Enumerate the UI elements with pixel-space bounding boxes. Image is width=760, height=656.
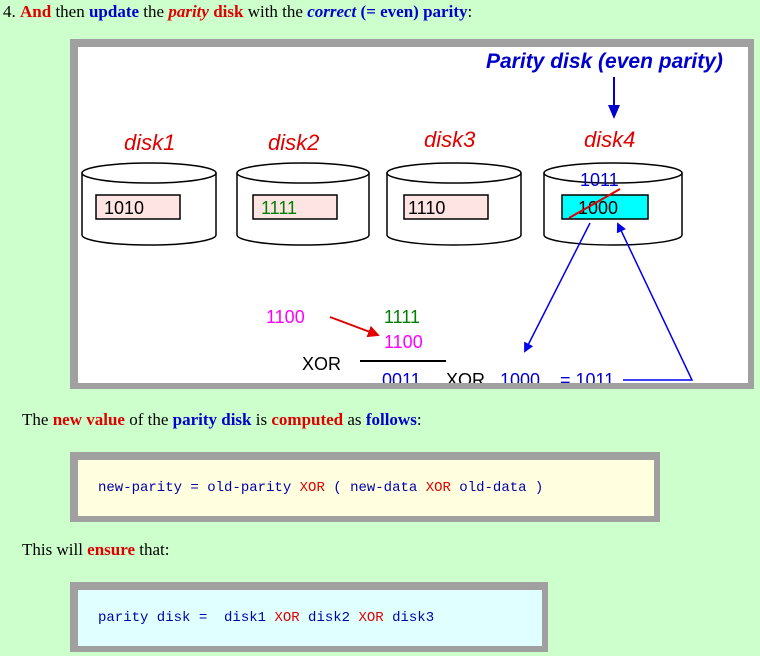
para1-colon: : — [416, 410, 422, 429]
raid-diagram: Parity disk (even parity) disk1 disk2 di… — [78, 47, 748, 390]
code2-part-c: disk3 — [383, 610, 435, 626]
step-number: 4. — [3, 2, 16, 21]
disk2-name: disk2 — [268, 130, 319, 155]
disk1-value: 1010 — [104, 198, 144, 218]
code1-xor2: XOR — [425, 480, 451, 496]
calc-second: 1100 — [384, 332, 423, 352]
para1-text3: is — [255, 410, 268, 429]
para2-ensure: ensure — [87, 540, 136, 559]
disk1-cylinder: 1010 — [81, 162, 217, 246]
code2-part-b: disk2 — [299, 610, 359, 626]
disk4-cylinder: 1011 1000 — [543, 162, 683, 246]
arrow-result-to-disk4 — [616, 222, 694, 381]
calc-equals: = 1011 — [560, 370, 614, 383]
calc-result: 0011 — [382, 370, 421, 383]
para1-text2: of the — [129, 410, 169, 429]
raid-diagram-svg: Parity disk (even parity) disk1 disk2 di… — [81, 50, 723, 390]
arrow-to-xor — [524, 222, 591, 353]
heading-with: with the — [247, 2, 303, 21]
disk4-old-value: 1000 — [578, 198, 618, 218]
calc-xor2: XOR — [446, 370, 485, 383]
para1-text4: as — [347, 410, 362, 429]
para2-text: This will — [22, 540, 83, 559]
parity-disk-label: Parity disk (even parity) — [486, 50, 723, 73]
step-heading: 4. And then update the parity disk with … — [3, 2, 472, 22]
disk4-name: disk4 — [584, 127, 635, 152]
parity-label-arrowhead — [608, 105, 620, 119]
calc-xor-label: XOR — [302, 354, 341, 374]
para1-computed: computed — [271, 410, 344, 429]
code1-xor1: XOR — [299, 480, 325, 496]
ensure-paragraph: This will ensure that: — [22, 540, 170, 560]
para1-text: The — [22, 410, 49, 429]
disk3-name: disk3 — [424, 127, 476, 152]
disk2-value: 1111 — [261, 198, 297, 218]
calc-top: 1111 — [384, 307, 420, 327]
para1-new-value: new value — [52, 410, 125, 429]
heading-disk: disk — [213, 2, 244, 21]
code1-part-a: new-parity = old-parity — [98, 480, 300, 496]
heading-parity: parity — [168, 2, 209, 21]
heading-correct: correct — [307, 2, 357, 21]
para2-text2: that: — [139, 540, 170, 559]
parity-invariant-box: parity disk = disk1 XOR disk2 XOR disk3 — [70, 582, 548, 652]
disk4-new-value: 1011 — [580, 170, 619, 190]
heading-colon: : — [467, 2, 473, 21]
new-parity-formula-box: new-parity = old-parity XOR ( new-data X… — [70, 452, 660, 522]
computed-paragraph: The new value of the parity disk is comp… — [22, 410, 422, 430]
disk2-cylinder: 1111 — [236, 162, 370, 246]
disk1-name: disk1 — [124, 130, 175, 155]
disk3-value: 1110 — [408, 198, 445, 218]
disk3-cylinder: 1110 — [386, 162, 522, 246]
code2-part-a: parity disk = disk1 — [98, 610, 275, 626]
strikeout-line — [568, 188, 621, 219]
new-parity-formula: new-parity = old-parity XOR ( new-data X… — [78, 460, 654, 516]
calc-red-arrow — [329, 316, 380, 338]
heading-parity2: parity — [423, 2, 468, 21]
code1-part-b: ( new-data — [324, 480, 426, 496]
code2-xor1: XOR — [274, 610, 300, 626]
parity-invariant-formula: parity disk = disk1 XOR disk2 XOR disk3 — [78, 590, 542, 646]
calc-old-parity: 1000 — [500, 370, 540, 383]
code2-xor2: XOR — [358, 610, 384, 626]
heading-even: (= even) — [360, 2, 419, 21]
code1-part-c: old-data ) — [450, 480, 544, 496]
para1-follows: follows — [365, 410, 417, 429]
para1-parity-disk: parity disk — [172, 410, 252, 429]
raid-diagram-frame: Parity disk (even parity) disk1 disk2 di… — [70, 39, 754, 390]
heading-update: update — [88, 2, 140, 21]
calc-new-data: 1100 — [266, 307, 305, 327]
heading-then: then — [55, 2, 85, 21]
heading-and: And — [20, 2, 52, 21]
heading-the: the — [143, 2, 165, 21]
